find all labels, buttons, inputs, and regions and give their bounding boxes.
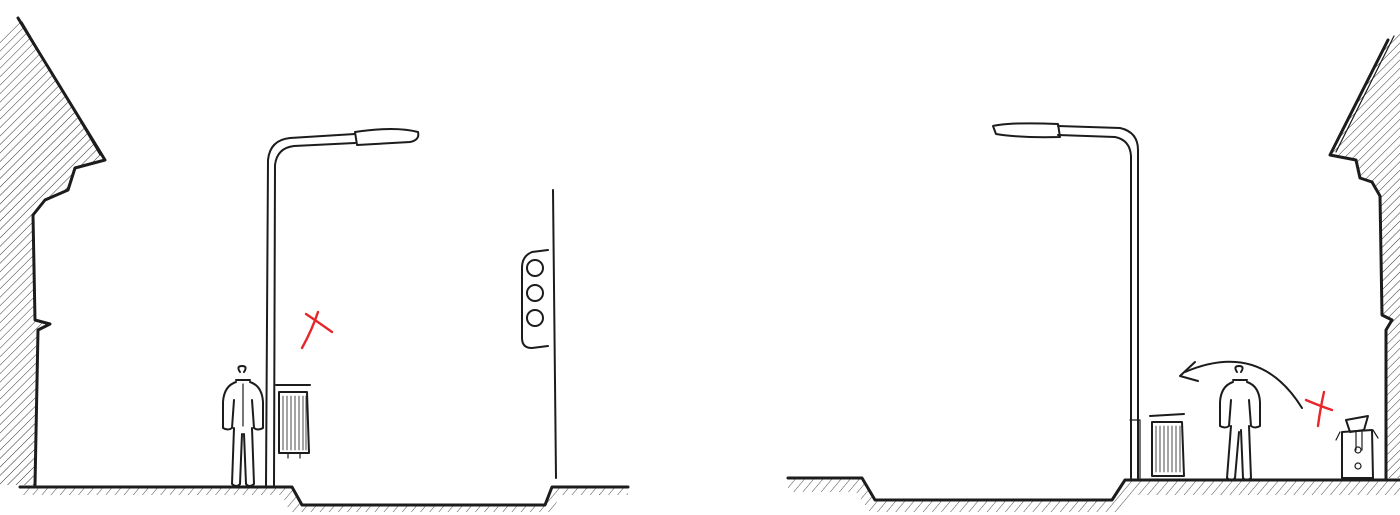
relocation-arrow bbox=[1180, 362, 1302, 408]
street-surface-right bbox=[788, 478, 1400, 512]
recycling-container bbox=[1336, 416, 1378, 478]
pedestrian-right bbox=[1220, 366, 1260, 480]
building-facade-left bbox=[0, 18, 105, 485]
cross-mark-left bbox=[302, 312, 332, 348]
street-lamp-right bbox=[993, 123, 1140, 478]
cross-mark bbox=[306, 314, 332, 332]
litter-bin-right bbox=[1150, 414, 1184, 476]
cross-mark-right bbox=[1306, 392, 1332, 426]
panel-after bbox=[788, 30, 1400, 512]
traffic-light-left bbox=[522, 190, 556, 478]
street-lamp-left bbox=[266, 129, 418, 485]
pedestrian-left bbox=[223, 366, 263, 486]
street-surface-left bbox=[20, 487, 628, 512]
litter-bin-left bbox=[276, 385, 310, 458]
panel-before bbox=[0, 18, 628, 512]
building-facade-right bbox=[1330, 30, 1400, 478]
